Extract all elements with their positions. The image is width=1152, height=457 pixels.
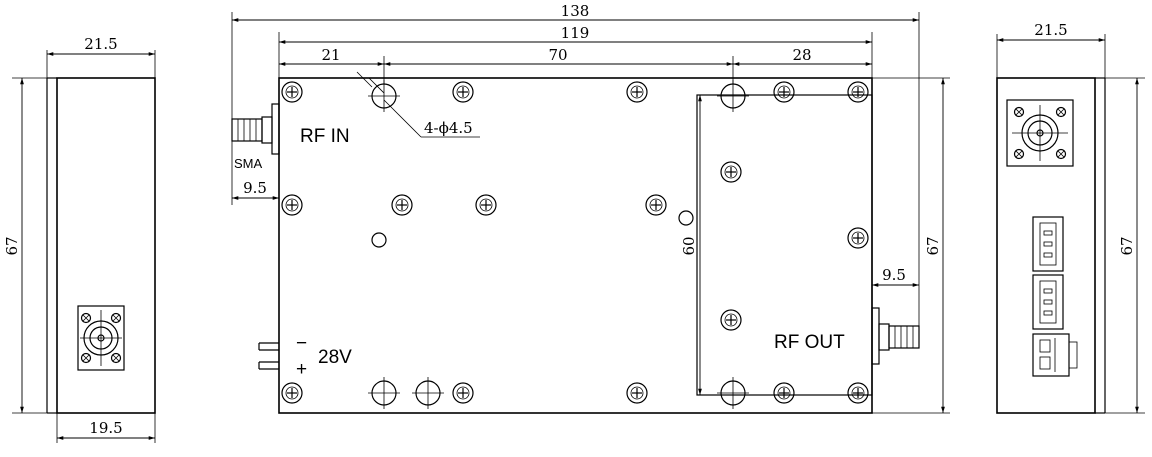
dim-connector-offset-left: 9.5: [243, 179, 267, 197]
small-hole-icon: [678, 210, 694, 226]
dim-left-width-top: 21.5: [84, 35, 117, 53]
dim-right-width-top: 21.5: [1034, 21, 1067, 39]
dim-hole-offset-right: 28: [792, 46, 811, 64]
mounting-hole-icon: [368, 377, 400, 409]
terminal-connector-icon: [1032, 216, 1064, 272]
sma-connector-face-icon: [1006, 99, 1074, 167]
dim-left-width-bottom: 19.5: [89, 419, 122, 437]
screw-icon: [720, 161, 742, 183]
dim-left-height: 67: [3, 236, 21, 255]
dim-hole-offset-left: 21: [321, 46, 340, 64]
small-hole-icon: [371, 232, 387, 248]
minus-sign: −: [296, 333, 307, 354]
dim-body-length: 119: [561, 24, 590, 42]
screw-icon: [847, 81, 869, 103]
module-body: [278, 77, 873, 414]
mounting-hole-icon: [717, 377, 749, 409]
screw-icon: [626, 382, 648, 404]
right-side-view: 21.5 67: [996, 21, 1145, 414]
mounting-hole-icon: [717, 80, 749, 112]
dim-overall-length: 138: [561, 2, 590, 20]
screw-icon: [452, 81, 474, 103]
screw-icon: [645, 194, 667, 216]
rf-out-connector-icon: [871, 307, 920, 365]
screw-icon: [281, 194, 303, 216]
screw-icon: [847, 227, 869, 249]
mounting-hole-icon: [368, 80, 400, 112]
voltage-label: 28V: [318, 347, 352, 368]
rf-in-label: RF IN: [300, 126, 350, 147]
terminal-connector-icon: [1032, 274, 1064, 330]
plus-sign: +: [296, 359, 307, 380]
screw-icon: [626, 81, 648, 103]
left-side-view: 21.5 67 19.5: [3, 35, 156, 443]
sma-connector-face-icon: [77, 305, 125, 371]
right-body: [996, 77, 1096, 414]
screw-icon: [391, 194, 413, 216]
mounting-hole-icon: [412, 377, 444, 409]
screw-icon: [475, 194, 497, 216]
screw-icon: [773, 382, 795, 404]
dim-connector-offset-right: 9.5: [882, 266, 906, 284]
power-terminal-icon: [258, 342, 279, 370]
screw-icons: [281, 81, 869, 404]
rf-out-label: RF OUT: [774, 332, 845, 353]
rf-in-connector-icon: [231, 103, 280, 155]
dim-hole-spacing: 70: [548, 46, 567, 64]
front-view: SMA RF IN RF OUT − + 28V: [231, 2, 950, 414]
sma-label: SMA: [234, 156, 263, 171]
left-body: [56, 77, 156, 414]
screw-icon: [847, 382, 869, 404]
dim-right-height: 67: [1118, 236, 1136, 255]
hole-callout: 4-ϕ4.5: [424, 119, 473, 137]
screw-icon: [281, 81, 303, 103]
screw-icon: [720, 309, 742, 331]
dim-front-height: 67: [924, 236, 942, 255]
power-connector-icon: [1032, 333, 1078, 377]
screw-icon: [281, 382, 303, 404]
screw-icon: [773, 81, 795, 103]
dim-hole-vertical-spacing: 60: [680, 236, 698, 255]
screw-icon: [452, 382, 474, 404]
